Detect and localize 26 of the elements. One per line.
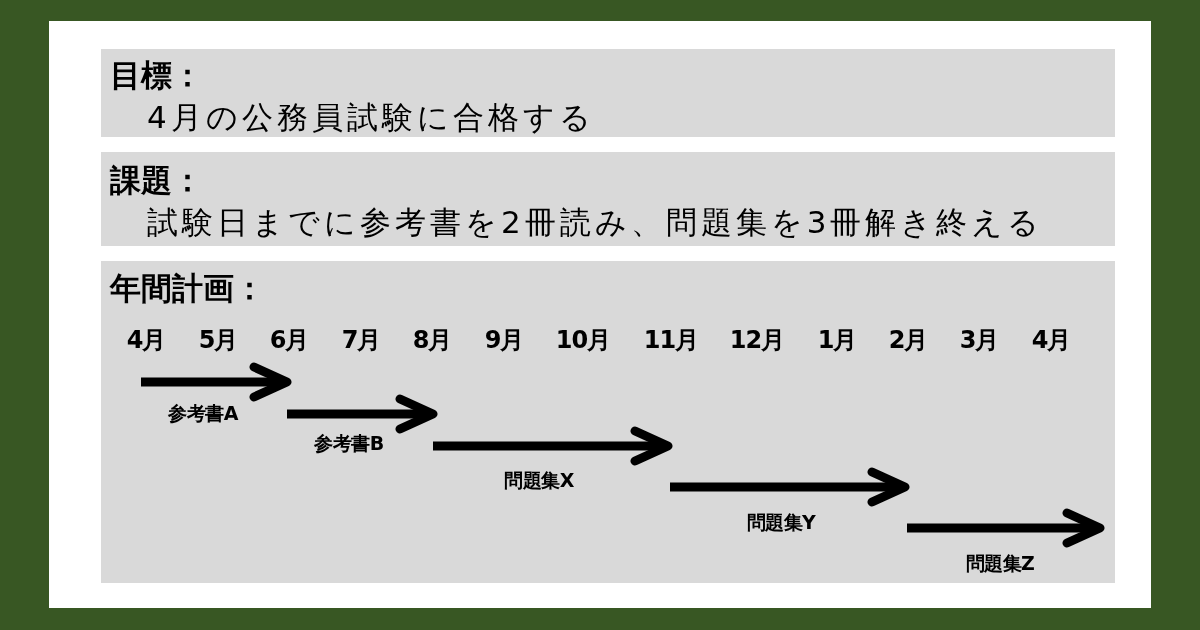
month-label: 11月 [643, 328, 699, 352]
section-heading: 目標： [110, 59, 203, 91]
month-label: 2月 [888, 328, 928, 352]
month-label: 4月 [126, 328, 166, 352]
month-label: 9月 [484, 328, 524, 352]
month-label: 1月 [817, 328, 857, 352]
month-label: 12月 [729, 328, 785, 352]
month-label: 4月 [1031, 328, 1071, 352]
arrow-label: 参考書B [314, 433, 384, 453]
month-label: 8月 [412, 328, 452, 352]
arrow-label: 問題集X [504, 470, 574, 490]
month-label: 5月 [198, 328, 238, 352]
section-band [101, 49, 1115, 137]
section-text: 4月の公務員試験に合格する [147, 101, 595, 133]
section-band [101, 261, 1115, 583]
arrow-label: 問題集Z [965, 553, 1035, 573]
section-text: 試験日までに参考書を2冊読み、問題集を3冊解き終える [147, 206, 1044, 238]
month-label: 10月 [555, 328, 611, 352]
section-heading: 課題： [110, 164, 203, 196]
month-label: 3月 [959, 328, 999, 352]
section-heading: 年間計画： [110, 272, 265, 304]
section-band [101, 152, 1115, 246]
arrow-label: 問題集Y [746, 512, 816, 532]
arrow-label: 参考書A [168, 403, 238, 423]
month-label: 7月 [341, 328, 381, 352]
month-label: 6月 [269, 328, 309, 352]
